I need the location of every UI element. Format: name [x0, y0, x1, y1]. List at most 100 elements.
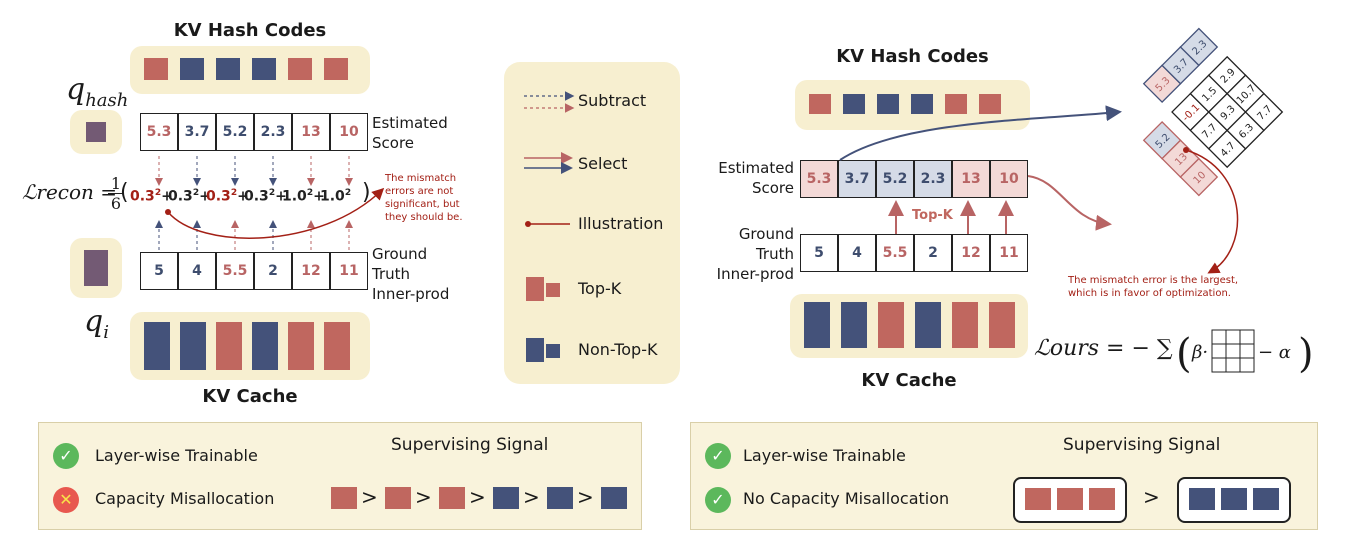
score-cell: 2.3 [914, 160, 952, 198]
legend-subtract: Subtract [578, 91, 647, 110]
br-item2: No Capacity Misallocation [743, 489, 950, 508]
cache-block-topk [216, 322, 242, 370]
cache-block-nontopk [841, 302, 867, 348]
loss-paren-open: ( [120, 180, 129, 205]
score-cell: 4 [178, 252, 216, 290]
bl-item1: Layer-wise Trainable [95, 446, 258, 465]
legend-icons [524, 91, 575, 362]
score-cell: 10 [990, 160, 1028, 198]
right-loss-lhs: ℒours = − ∑ [1034, 336, 1173, 361]
hash-block-nontopk [877, 94, 899, 114]
q-hash-block [86, 122, 106, 142]
br-item1: Layer-wise Trainable [743, 446, 906, 465]
score-cell: 2.3 [254, 113, 292, 151]
signal-block [547, 487, 573, 509]
cache-block-topk [878, 302, 904, 348]
hash-block-nontopk [180, 58, 204, 80]
gt-sign: > [361, 485, 378, 509]
left-annotation-arrow [167, 187, 385, 239]
legend-panel [504, 62, 680, 384]
left-cache-panel [130, 312, 370, 380]
cache-block-topk [324, 322, 350, 370]
legend-topk: Top-K [578, 279, 622, 298]
right-cache-panel [790, 294, 1028, 358]
bottom-right-panel: ✓ Layer-wise Trainable ✓ No Capacity Mis… [690, 422, 1318, 530]
grid-cell [1179, 157, 1219, 197]
loss-paren-close: ) [362, 180, 371, 205]
score-cell: 5.3 [800, 160, 838, 198]
score-cell: 5.5 [216, 252, 254, 290]
score-cell: 5.2 [216, 113, 254, 151]
score-cell: 4 [838, 234, 876, 272]
score-cell: 3.7 [838, 160, 876, 198]
q-hash-label: qhash [66, 72, 129, 111]
br-signal-title: Supervising Signal [1063, 435, 1221, 455]
cross-icon: ✕ [53, 487, 79, 513]
hash-block-topk [979, 94, 1001, 114]
q-hash-panel [70, 110, 122, 154]
signal-block [601, 487, 627, 509]
check-icon: ✓ [705, 443, 731, 469]
right-loss-alpha: − α [1258, 342, 1291, 363]
hash-block-nontopk [252, 58, 276, 80]
gt-sign: > [469, 485, 486, 509]
signal-block [1253, 488, 1279, 510]
signal-block [1089, 488, 1115, 510]
q-i-panel [70, 238, 122, 298]
left-hash-title: KV Hash Codes [173, 20, 327, 41]
hash-block-topk [809, 94, 831, 114]
q-i-block [84, 250, 108, 286]
loss-term: 0.32+ [130, 188, 173, 205]
gt-sign: > [577, 485, 594, 509]
loss-term: 0.32+ [206, 188, 249, 205]
right-loss-paren-open: ( [1176, 331, 1192, 377]
grid-cell [1244, 92, 1284, 132]
signal-block [439, 487, 465, 509]
signal-block [1189, 488, 1215, 510]
left-cache-title: KV Cache [202, 386, 298, 407]
score-cell: 12 [292, 252, 330, 290]
right-annotation: The mismatch error is the largest,which … [1068, 275, 1239, 299]
legend-select: Select [578, 154, 628, 173]
legend-nontopk: Non-Top-K [578, 340, 658, 359]
gt-sign: > [523, 485, 540, 509]
bl-item2: Capacity Misallocation [95, 489, 275, 508]
gt-sign: > [415, 485, 432, 509]
score-cell: 5 [800, 234, 838, 272]
cache-block-nontopk [915, 302, 941, 348]
signal-block [385, 487, 411, 509]
left-annotation-dot [165, 209, 171, 215]
q-i-label: qi [84, 304, 109, 343]
cache-block-topk [989, 302, 1015, 348]
score-cell: 5 [140, 252, 178, 290]
score-cell: 2 [254, 252, 292, 290]
score-cell: 13 [292, 113, 330, 151]
score-cell: 13 [952, 160, 990, 198]
loss-term: 0.32+ [244, 188, 287, 205]
cache-block-nontopk [252, 322, 278, 370]
signal-block [331, 487, 357, 509]
hash-block-topk [144, 58, 168, 80]
cache-block-topk [952, 302, 978, 348]
signal-block [1057, 488, 1083, 510]
right-cache-title: KV Cache [861, 370, 957, 391]
br-gt: > [1143, 485, 1160, 509]
score-cell: 2 [914, 234, 952, 272]
cache-block-topk [288, 322, 314, 370]
left-loss-lhs: ℒrecon = [22, 180, 118, 204]
score-cell: 5.2 [876, 160, 914, 198]
loss-term: 1.02 [320, 188, 352, 205]
loss-grid-icon [1211, 329, 1255, 373]
score-cell: 5.5 [876, 234, 914, 272]
cache-block-nontopk [144, 322, 170, 370]
hash-block-nontopk [216, 58, 240, 80]
hash-block-topk [324, 58, 348, 80]
signal-block [493, 487, 519, 509]
hash-block-nontopk [911, 94, 933, 114]
